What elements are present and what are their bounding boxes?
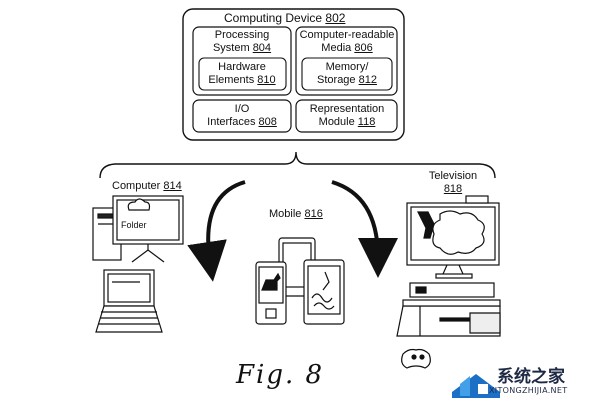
controller-icon	[401, 348, 431, 369]
laptop-icon	[95, 269, 163, 333]
desktop-computer-icon	[92, 195, 184, 263]
io-interfaces-box	[192, 99, 292, 133]
television-label: Television 818	[428, 170, 478, 195]
hardware-elements-box	[198, 57, 287, 91]
phone-right-icon	[303, 259, 345, 325]
game-console-icon	[396, 282, 501, 337]
television-icon	[406, 195, 500, 279]
representation-module-label: Representation Module 118	[309, 103, 385, 128]
watermark-logo	[452, 374, 500, 398]
watermark-title: 系统之家	[497, 367, 565, 387]
crm-label: Computer-readable Media 806	[299, 29, 395, 54]
memory-storage-box	[301, 57, 393, 91]
phone-left-icon	[255, 261, 287, 325]
computer-label: Computer 814	[112, 180, 182, 192]
mobile-label: Mobile 816	[269, 208, 323, 220]
watermark: 系统之家 XITONGZHIJIA.NET	[445, 356, 600, 413]
folder-screen-label: Folder	[121, 220, 147, 230]
processing-system-label: Processing System 804	[212, 29, 272, 54]
computing-device-label: Computing Device 802	[224, 11, 346, 25]
watermark-subtitle: XITONGZHIJIA.NET	[489, 386, 568, 395]
representation-module-box	[295, 99, 398, 133]
connector-brace	[99, 151, 496, 179]
hardware-elements-label: Hardware Elements 810	[208, 61, 276, 86]
arrow-right-curve	[331, 180, 398, 278]
arrow-left-curve	[187, 180, 246, 282]
io-interfaces-label: I/O Interfaces 808	[207, 103, 277, 128]
memory-storage-label: Memory/ Storage 812	[317, 61, 377, 86]
figure-caption: Fig. 8	[236, 360, 325, 390]
